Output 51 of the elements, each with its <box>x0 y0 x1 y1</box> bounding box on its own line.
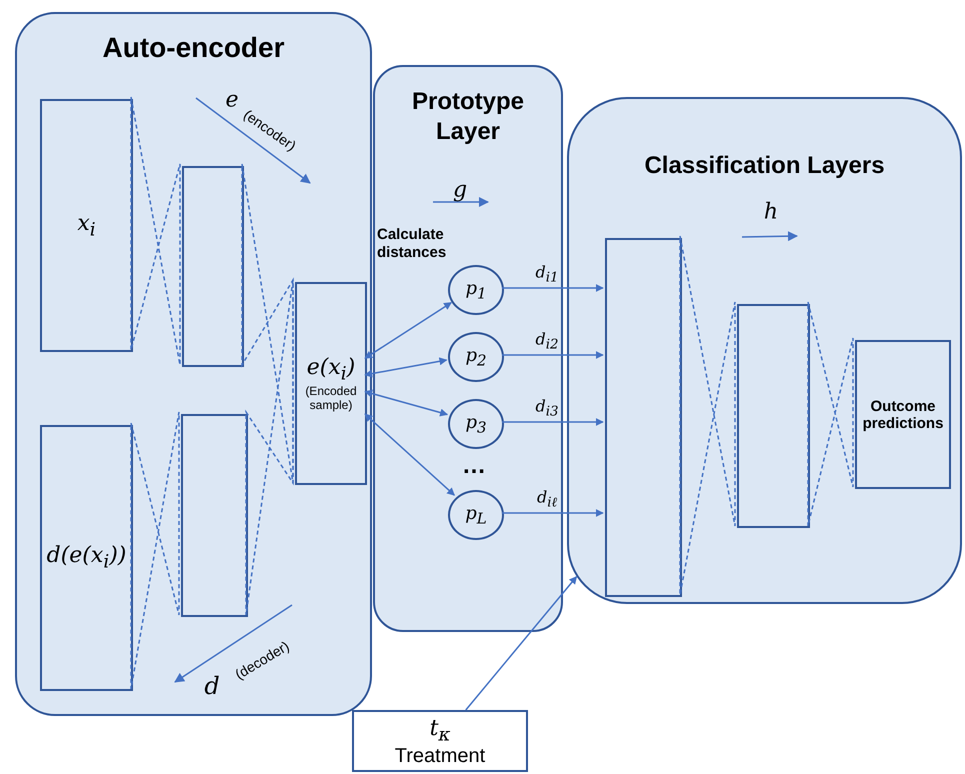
prototype-circle <box>448 490 504 540</box>
math-label: p$_{1}$ <box>465 278 487 302</box>
layer-box <box>181 414 248 617</box>
arrow <box>364 414 455 496</box>
math-label: e(x$_{i}$) <box>306 354 356 384</box>
arrow <box>502 351 604 359</box>
arrow <box>364 302 452 359</box>
rounded-panel <box>373 65 563 632</box>
layer-box <box>295 282 367 485</box>
rounded-panel <box>15 12 372 716</box>
prototype-circle <box>448 399 504 449</box>
math-label: t$_{κ}$ <box>430 716 450 746</box>
math-label: e <box>225 88 239 112</box>
math-label: p$_{L}$ <box>465 502 487 528</box>
box-label: Outcome predictions <box>862 398 944 432</box>
panel-title: Prototype Layer <box>410 87 525 147</box>
math-label: d(e(x$_{i}$)) <box>46 543 126 573</box>
dashed-connection <box>241 163 294 484</box>
prototype-circle <box>448 332 504 382</box>
panel-title: Auto-encoder <box>102 31 286 65</box>
layer-box <box>737 304 810 528</box>
math-label: g <box>452 178 468 202</box>
arrow <box>364 357 448 378</box>
math-label: p$_{2}$ <box>465 344 487 370</box>
prototype-circle <box>448 265 504 315</box>
math-label: d <box>204 672 220 700</box>
arrow <box>502 284 604 292</box>
panel-title: Classification Layers <box>643 151 886 181</box>
dashed-connection <box>245 279 294 616</box>
annotation-text: Calculate distances <box>377 226 448 262</box>
math-label: x$_{i}$ <box>77 210 96 240</box>
box-label: Treatment <box>394 745 486 768</box>
layer-box <box>605 238 682 597</box>
math-label: p$_{3}$ <box>465 412 487 436</box>
box-label: (Encoded sample) <box>304 384 358 412</box>
input-box <box>352 710 528 772</box>
layer-box <box>182 166 244 367</box>
layer-box <box>40 425 133 691</box>
layer-box <box>855 340 951 489</box>
dashed-connection <box>130 96 181 366</box>
math-label: h <box>764 200 778 224</box>
arrow <box>364 390 448 416</box>
ellipsis-text: … <box>462 452 486 480</box>
rounded-panel <box>567 97 962 604</box>
dashed-connection <box>130 411 180 690</box>
layer-box <box>40 99 133 352</box>
arrow <box>502 418 604 426</box>
arrow <box>502 509 604 517</box>
dashed-connection <box>807 301 854 527</box>
arrow <box>465 576 578 710</box>
dashed-connection <box>679 235 736 596</box>
